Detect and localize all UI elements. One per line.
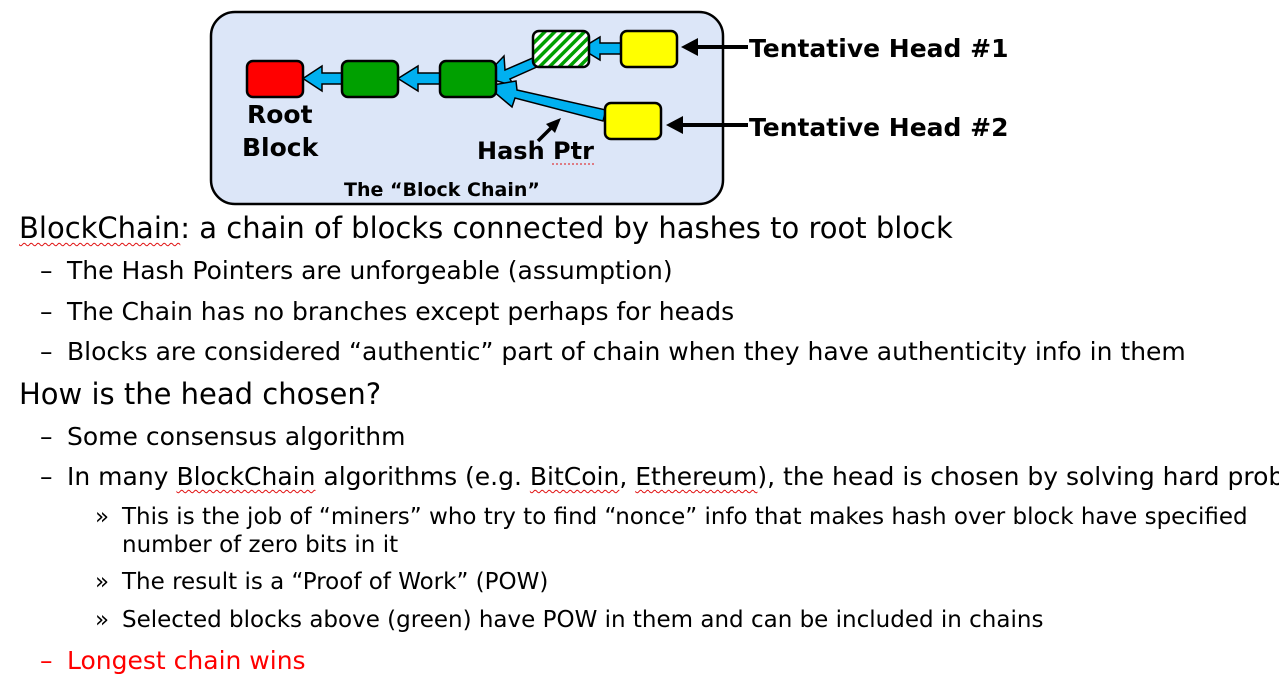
bullet-blockchain-definition: BlockChain: a chain of blocks connected … <box>19 214 953 243</box>
arrow-head2-to-block3 <box>485 80 607 122</box>
head1-pointer-arrowhead <box>681 38 698 56</box>
tentative-head-2-block <box>603 101 663 141</box>
definition-text: : a chain of blocks connected by hashes … <box>180 211 953 245</box>
hatched-block <box>531 29 591 69</box>
text-comma: , <box>619 462 636 491</box>
chevron-marker: » <box>95 504 110 530</box>
text-in-many: In many <box>67 462 177 491</box>
sub-bullet-unforgeable: –The Hash Pointers are unforgeable (assu… <box>40 258 673 283</box>
label-arrows <box>536 38 748 143</box>
dash-marker: – <box>40 337 53 366</box>
arrow-hatched-to-block3 <box>482 54 540 88</box>
hash-ptr-label: Hash Ptr <box>477 137 594 165</box>
sub-sub-bullet-text: number of zero bits in it <box>122 532 399 558</box>
sub-sub-bullet-text: This is the job of “miners” who try to f… <box>122 504 1248 530</box>
sub-bullet-text: The Hash Pointers are unforgeable (assum… <box>67 256 673 285</box>
sub-bullet-consensus: –Some consensus algorithm <box>40 424 405 449</box>
arrow-head1-to-hatched <box>579 35 622 62</box>
root-label-line1: Root <box>247 100 313 129</box>
sub-sub-bullet-text: The result is a “Proof of Work” (POW) <box>122 569 549 595</box>
dash-marker: – <box>40 297 53 326</box>
sub-sub-bullet-pow: » The result is a “Proof of Work” (POW) <box>95 571 548 594</box>
sub-sub-bullet-green-blocks: » Selected blocks above (green) have POW … <box>95 609 1043 632</box>
tentative-head-1-block <box>619 29 679 69</box>
sub-bullet-text: Some consensus algorithm <box>67 422 406 451</box>
root-block <box>245 59 305 99</box>
tentative-head-2-label: Tentative Head #2 <box>749 113 1008 142</box>
sub-bullet-text: Blocks are considered “authentic” part o… <box>67 337 1186 366</box>
arrow-block3-to-block2 <box>396 64 441 93</box>
term-bitcoin: BitCoin <box>529 462 620 491</box>
sub-bullet-longest-chain: –Longest chain wins <box>40 648 306 673</box>
sub-sub-bullet-miners: » This is the job of “miners” who try to … <box>95 506 1248 529</box>
bullet-head-question: How is the head chosen? <box>19 380 381 409</box>
term-blockchain-2: BlockChain <box>176 462 316 491</box>
chevron-marker: » <box>95 607 110 633</box>
text-head-chosen: ), the head is chosen by solving hard pr… <box>757 462 1279 491</box>
hash-pointer-arrows <box>301 35 622 122</box>
sub-bullet-hard-problem: –In many BlockChain algorithms (e.g. Bit… <box>40 464 1279 489</box>
term-blockchain: BlockChain <box>19 211 181 245</box>
dash-marker: – <box>40 422 53 451</box>
dash-marker: – <box>40 256 53 285</box>
dash-marker: – <box>40 462 53 491</box>
arrow-block2-to-root <box>301 64 343 93</box>
question-text: How is the head chosen? <box>19 377 382 411</box>
block-chain-diagram: Root Block Hash Ptr The “Block Chain” Te… <box>209 10 1008 206</box>
sub-sub-bullet-miners-continued: number of zero bits in it <box>122 534 398 557</box>
chain-block-3 <box>438 59 498 99</box>
sub-sub-bullet-text: Selected blocks above (green) have POW i… <box>122 607 1044 633</box>
head2-pointer-arrowhead <box>666 116 683 134</box>
sub-bullet-authentic: –Blocks are considered “authentic” part … <box>40 339 1186 364</box>
block-chain-box <box>209 10 725 206</box>
text-algorithms: algorithms (e.g. <box>315 462 530 491</box>
sub-bullet-text: The Chain has no branches except perhaps… <box>67 297 735 326</box>
tentative-head-1-label: Tentative Head #1 <box>749 34 1008 63</box>
hash-ptr-ptr-word: Ptr <box>553 137 594 165</box>
chain-block-2 <box>340 59 400 99</box>
sub-bullet-text: Longest chain wins <box>67 646 306 675</box>
box-title: The “Block Chain” <box>344 179 540 201</box>
root-label-line2: Block <box>242 133 320 162</box>
sub-bullet-no-branches: –The Chain has no branches except perhap… <box>40 299 734 324</box>
dash-marker: – <box>40 646 53 675</box>
term-ethereum: Ethereum <box>635 462 758 491</box>
chevron-marker: » <box>95 569 110 595</box>
hash-ptr-pointer-arrowhead <box>546 118 561 133</box>
